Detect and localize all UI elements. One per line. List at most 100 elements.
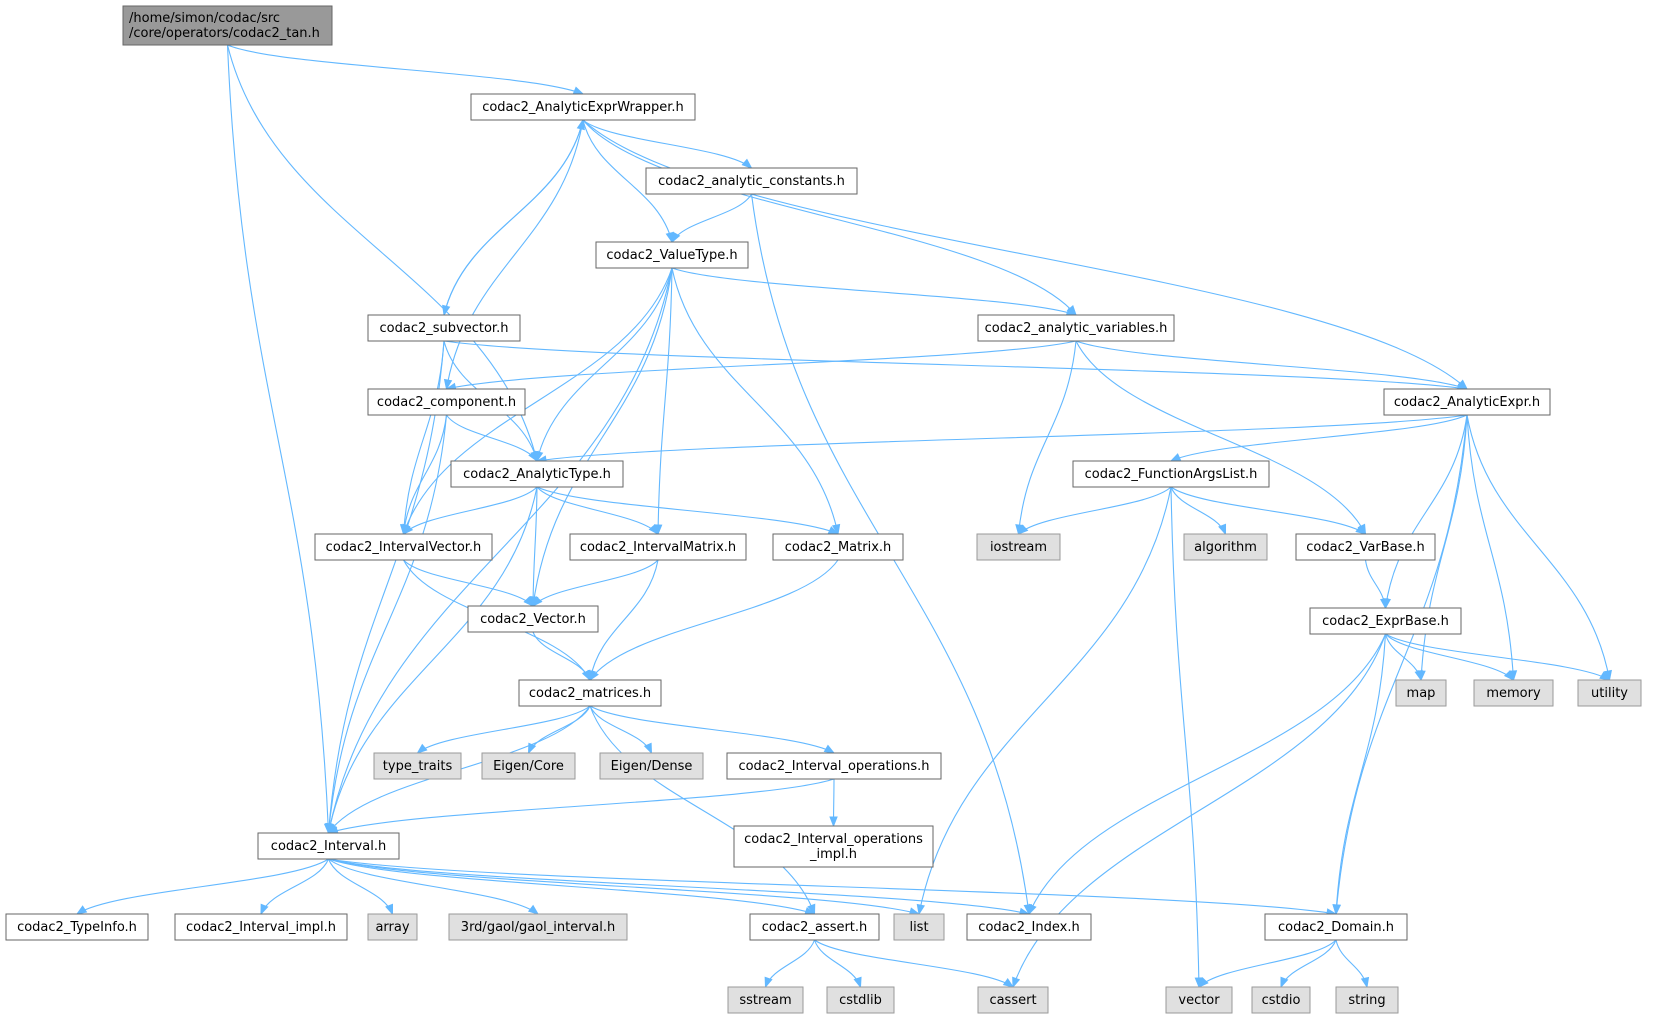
edge-component-to-Interval — [327, 414, 448, 834]
node-IntervalMatrix[interactable]: codac2_IntervalMatrix.h — [569, 533, 747, 561]
node-label: cstdio — [1262, 993, 1301, 1008]
node-AnalyticExprWrapper[interactable]: codac2_AnalyticExprWrapper.h — [470, 93, 696, 121]
node-label: codac2_AnalyticType.h — [463, 467, 611, 482]
node-label: cstdlib — [839, 993, 882, 1008]
node-box — [599, 752, 704, 780]
node-ExprBase[interactable]: codac2_ExprBase.h — [1309, 607, 1462, 635]
node-box — [367, 913, 418, 941]
node-label: map — [1407, 686, 1436, 701]
node-matrices[interactable]: codac2_matrices.h — [518, 679, 662, 707]
node-map: map — [1395, 679, 1447, 707]
node-label: algorithm — [1194, 540, 1257, 555]
node-AnalyticExpr[interactable]: codac2_AnalyticExpr.h — [1383, 388, 1551, 416]
edge-AnalyticExpr-to-AnalyticType — [536, 414, 1468, 462]
edge-Matrix-to-matrices — [589, 559, 839, 681]
node-label: utility — [1591, 686, 1628, 701]
edge-ValueType-to-Matrix — [671, 267, 839, 535]
edge-Domain-to-vector — [1198, 939, 1337, 988]
edge-subvector-to-Interval — [327, 340, 445, 834]
edge-ValueType-to-IntervalVector — [402, 267, 673, 535]
edge-ValueType-to-AnalyticType — [536, 267, 673, 462]
edge-FunctionArgsList-to-vector — [1170, 486, 1200, 988]
node-TypeInfo[interactable]: codac2_TypeInfo.h — [5, 913, 149, 941]
node-label: codac2_IntervalMatrix.h — [580, 540, 736, 555]
node-subvector[interactable]: codac2_subvector.h — [367, 314, 521, 342]
node-analytic_constants[interactable]: codac2_analytic_constants.h — [645, 167, 858, 195]
edge-AnalyticExprWrapper-to-ValueType — [582, 119, 673, 243]
node-box — [569, 533, 747, 561]
edge-arrowhead — [1280, 976, 1289, 989]
node-box — [1183, 533, 1268, 561]
node-box — [5, 913, 149, 941]
edge-FunctionArgsList-to-VarBase — [1170, 486, 1366, 535]
node-IntervalVector[interactable]: codac2_IntervalVector.h — [314, 533, 493, 561]
edge-Interval-to-Index — [328, 858, 1030, 915]
edge-AnalyticExprWrapper-to-analytic_constants — [582, 119, 752, 169]
node-Vector[interactable]: codac2_Vector.h — [467, 605, 599, 633]
edge-assert-to-sstream — [764, 939, 816, 988]
edge-AnalyticExpr-to-FunctionArgsList — [1170, 414, 1468, 462]
node-label: iostream — [990, 540, 1047, 555]
edge-arrowhead — [807, 903, 816, 916]
node-box — [977, 986, 1049, 1014]
node-label: codac2_Domain.h — [1278, 920, 1394, 935]
node-algorithm: algorithm — [1183, 533, 1268, 561]
node-FunctionArgsList[interactable]: codac2_FunctionArgsList.h — [1072, 460, 1270, 488]
node-AnalyticType[interactable]: codac2_AnalyticType.h — [450, 460, 624, 488]
node-label: memory — [1486, 686, 1541, 701]
node-box — [1473, 679, 1554, 707]
edge-analytic_variables-to-component — [446, 340, 1077, 390]
node-EigenCore: Eigen/Core — [481, 752, 576, 780]
node-box — [257, 832, 400, 860]
edge-FunctionArgsList-to-list — [918, 486, 1172, 915]
node-Interval_operations[interactable]: codac2_Interval_operations.h — [726, 752, 942, 780]
node-label: cassert — [989, 993, 1036, 1008]
node-label: codac2_VarBase.h — [1306, 540, 1424, 555]
node-label: codac2_ExprBase.h — [1322, 614, 1449, 629]
node-label: codac2_analytic_variables.h — [985, 321, 1168, 336]
edge-analytic_constants-to-ValueType — [671, 193, 752, 243]
node-component[interactable]: codac2_component.h — [367, 388, 526, 416]
node-box — [1335, 986, 1399, 1014]
edge-IntervalMatrix-to-matrices — [589, 559, 659, 681]
node-label: _impl.h — [809, 847, 857, 862]
node-label: Eigen/Dense — [611, 759, 693, 774]
node-analytic_variables[interactable]: codac2_analytic_variables.h — [977, 314, 1175, 342]
edge-AnalyticExprWrapper-to-AnalyticExpr — [582, 119, 1468, 390]
edge-arrowhead — [527, 904, 540, 915]
node-vector: vector — [1165, 986, 1233, 1014]
node-root[interactable]: /home/simon/codac/src/core/operators/cod… — [122, 5, 333, 46]
node-label: vector — [1178, 993, 1220, 1008]
node-Interval_impl[interactable]: codac2_Interval_impl.h — [174, 913, 348, 941]
edge-matrices-to-assert — [589, 705, 816, 915]
node-Domain[interactable]: codac2_Domain.h — [1264, 913, 1408, 941]
edge-AnalyticType-to-Interval — [327, 486, 538, 834]
edge-AnalyticType-to-Vector — [532, 486, 538, 607]
node-box — [518, 679, 662, 707]
edge-matrices-to-EigenDense — [589, 705, 653, 754]
edge-analytic_variables-to-VarBase — [1075, 340, 1366, 535]
node-assert[interactable]: codac2_assert.h — [749, 913, 880, 941]
node-Interval_operations_impl[interactable]: codac2_Interval_operations_impl.h — [733, 825, 934, 868]
node-Interval[interactable]: codac2_Interval.h — [257, 832, 400, 860]
edge-arrowhead — [1355, 524, 1367, 535]
node-Matrix[interactable]: codac2_Matrix.h — [772, 533, 904, 561]
node-string: string — [1335, 986, 1399, 1014]
node-Index[interactable]: codac2_Index.h — [966, 913, 1092, 941]
edge-arrowhead — [764, 976, 773, 989]
edge-Interval-to-Interval_impl — [260, 858, 330, 915]
node-label: sstream — [739, 993, 791, 1008]
edge-Vector-to-matrices — [532, 631, 591, 681]
edge-arrowhead — [523, 596, 534, 608]
node-label: codac2_FunctionArgsList.h — [1085, 467, 1258, 482]
node-ValueType[interactable]: codac2_ValueType.h — [595, 241, 749, 269]
node-label: codac2_analytic_constants.h — [658, 174, 845, 189]
edge-arrowhead — [831, 523, 841, 536]
edge-IntervalVector-to-Vector — [403, 559, 534, 607]
node-label: codac2_ValueType.h — [606, 248, 737, 263]
edge-Interval-to-Domain — [328, 858, 1337, 915]
edge-arrowhead — [416, 743, 428, 754]
node-box — [749, 913, 880, 941]
node-box — [1577, 679, 1642, 707]
node-VarBase[interactable]: codac2_VarBase.h — [1295, 533, 1436, 561]
